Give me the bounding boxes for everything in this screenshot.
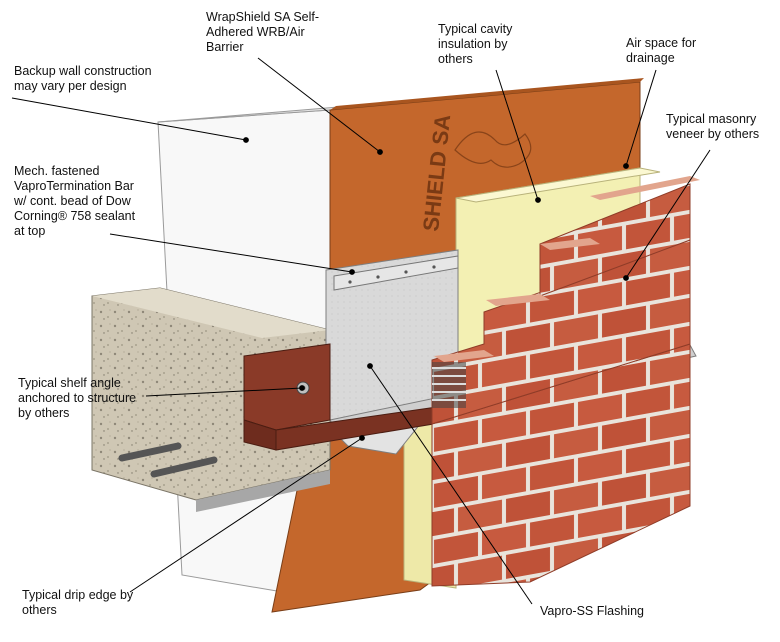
termination-bar [333,255,459,291]
callout-wrapshield: WrapShield SA Self- Adhered WRB/Air Barr… [206,10,320,54]
rebar [118,442,218,478]
callout-shelf-angle: Typical shelf angle anchored to structur… [18,376,137,420]
shelf-angle [243,343,459,451]
callout-backup-wall: Backup wall construction may vary per de… [14,64,152,93]
callout-flashing: Vapro-SS Flashing [540,604,644,618]
callout-masonry-veneer: Typical masonry veneer by others [666,112,760,141]
callout-termination-bar: Mech. fastened VaproTermination Bar w/ c… [14,164,136,238]
callout-drip-edge: Typical drip edge by others [22,588,134,617]
callout-cavity-insulation: Typical cavity insulation by others [438,22,513,66]
leader-lines [11,57,711,605]
callout-air-space: Air space for drainage [626,36,697,65]
masonry-veneer [431,176,700,587]
